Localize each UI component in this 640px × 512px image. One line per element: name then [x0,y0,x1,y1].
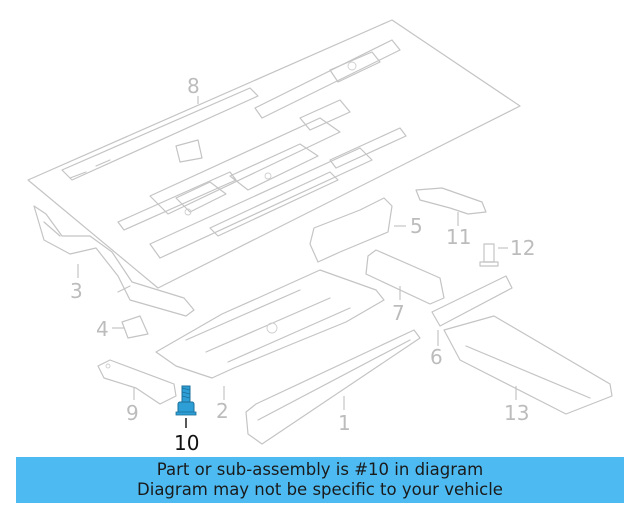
part-5-cross-member [309,197,393,263]
part-8-floor-panel [27,19,521,289]
info-banner: Part or sub-assembly is #10 in diagram D… [16,457,624,503]
part-2-floor-pan [155,269,385,379]
callout-13: 13 [504,401,529,425]
part-13-rear-floor [443,315,613,415]
callout-7: 7 [392,301,405,325]
callout-4: 4 [96,317,109,341]
callout-3: 3 [70,279,83,303]
part-3-side-rail [33,205,195,317]
callout-10: 10 [174,431,199,455]
banner-line-1: Part or sub-assembly is #10 in diagram [156,460,484,479]
callout-8: 8 [187,74,200,98]
callout-5: 5 [410,214,423,238]
part-10-bolt-highlighted[interactable] [175,385,197,416]
part-9-mounting-plate [97,359,177,405]
callout-2: 2 [216,399,229,423]
part-12-bolt [479,243,499,267]
part-1-side-member [245,329,421,445]
part-6-bracket-rail [431,275,513,327]
callout-numbers: 8 3 4 5 6 7 9 10 11 12 13 2 1 [70,74,535,455]
callout-1: 1 [338,411,351,435]
banner-line-2: Diagram may not be specific to your vehi… [137,480,503,499]
callout-12: 12 [510,236,535,260]
part-4-bracket [121,315,149,339]
callout-9: 9 [126,401,139,425]
part-7-reinforcement [365,249,445,305]
part-11-gusset [415,187,487,215]
callout-11: 11 [446,225,471,249]
callout-6: 6 [430,345,443,369]
leader-lines [77,96,517,428]
